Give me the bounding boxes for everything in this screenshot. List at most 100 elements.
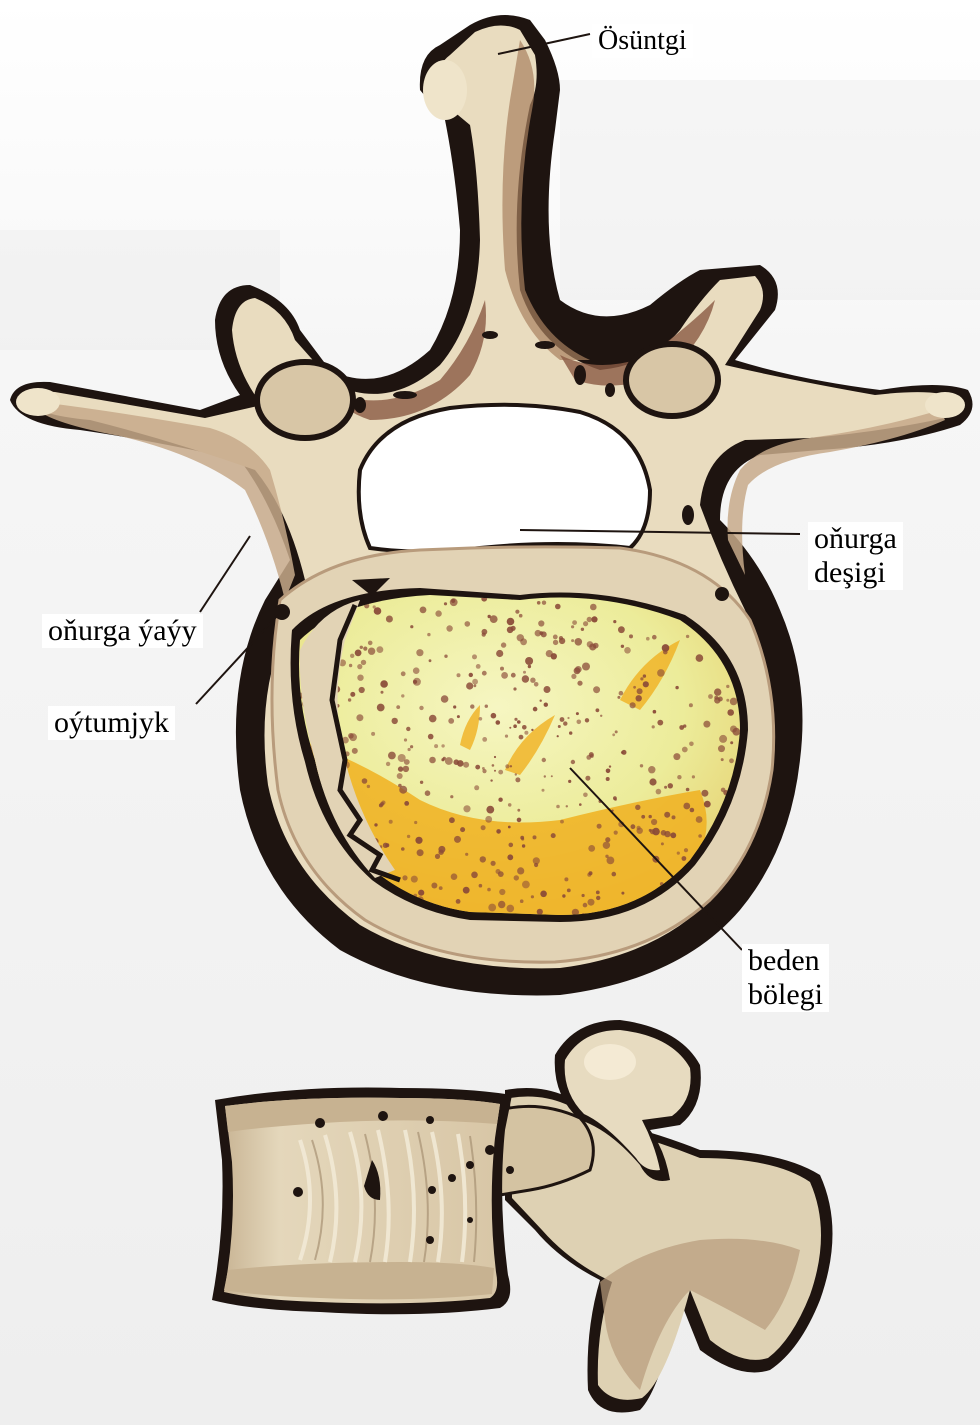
pore (429, 715, 437, 723)
pore (490, 615, 498, 623)
pore (568, 780, 571, 783)
pore (398, 754, 406, 762)
pore (633, 686, 636, 689)
pore (641, 815, 645, 819)
pore (622, 750, 627, 755)
pore (730, 741, 733, 744)
pore (361, 660, 366, 665)
pore (664, 812, 670, 818)
pore (381, 691, 384, 694)
pore (730, 698, 738, 706)
pore (359, 687, 365, 693)
pore (401, 694, 404, 697)
pore (419, 706, 423, 710)
pore (401, 671, 406, 676)
pore (519, 735, 524, 740)
pore (356, 714, 363, 721)
pore (377, 704, 385, 712)
pore (413, 667, 420, 674)
pore (650, 829, 655, 834)
pore (515, 610, 519, 614)
pore (615, 730, 618, 733)
pore (657, 720, 663, 726)
pore (517, 720, 521, 724)
pore (403, 766, 409, 772)
pore (531, 895, 534, 898)
pore (420, 781, 423, 784)
pore (494, 770, 496, 772)
pore (563, 721, 567, 725)
pore (690, 808, 695, 813)
small-hole-right (715, 587, 729, 601)
pore (444, 655, 447, 658)
pore (619, 691, 624, 696)
pore (398, 784, 402, 788)
pore (371, 732, 375, 736)
pore (404, 801, 409, 806)
pore (596, 708, 600, 712)
pore (564, 877, 568, 881)
pore (373, 605, 376, 608)
pore (652, 725, 655, 728)
pore (544, 775, 546, 777)
pore (494, 756, 496, 758)
pore (498, 901, 505, 908)
pore (377, 646, 384, 653)
pore (590, 754, 594, 758)
pore (571, 639, 574, 642)
pore (438, 846, 445, 853)
pore (621, 645, 624, 648)
pore (380, 802, 384, 806)
pore (714, 696, 718, 700)
pore (471, 872, 478, 879)
pore (576, 712, 579, 715)
pore (692, 775, 695, 778)
pore (407, 835, 410, 838)
pore (708, 694, 713, 699)
pore (635, 805, 640, 810)
pore (481, 825, 486, 830)
pore (522, 675, 529, 682)
pore (349, 664, 352, 667)
pore (582, 663, 590, 671)
pore (355, 650, 362, 657)
pore (534, 863, 538, 867)
pore (596, 896, 600, 900)
pore (583, 903, 588, 908)
pore (683, 724, 686, 727)
pore (491, 861, 496, 866)
pore (646, 637, 650, 641)
pore (525, 657, 533, 665)
pore (612, 872, 617, 877)
pore (540, 891, 547, 898)
pore (496, 829, 501, 834)
pore (689, 703, 693, 707)
pore (509, 843, 514, 848)
pore (508, 826, 511, 829)
pore (587, 617, 592, 622)
pore (571, 625, 574, 628)
pore (485, 705, 488, 708)
pore (664, 786, 667, 789)
pore (475, 765, 480, 770)
pore (472, 654, 477, 659)
pore (605, 855, 608, 858)
pore (684, 848, 688, 852)
pore (612, 733, 615, 736)
pore (505, 735, 508, 738)
pore (556, 805, 560, 809)
pore (474, 785, 479, 790)
pore (542, 601, 546, 605)
pore (542, 758, 546, 762)
pore (499, 889, 505, 895)
pore (498, 770, 503, 775)
pore (682, 856, 687, 861)
label-vertebral-arch-text: oňurga ýaýy (48, 614, 197, 647)
pore (406, 727, 410, 731)
pore (657, 669, 665, 677)
pore (597, 824, 602, 829)
pore (577, 681, 582, 686)
pore (703, 721, 710, 728)
pore (514, 875, 519, 880)
